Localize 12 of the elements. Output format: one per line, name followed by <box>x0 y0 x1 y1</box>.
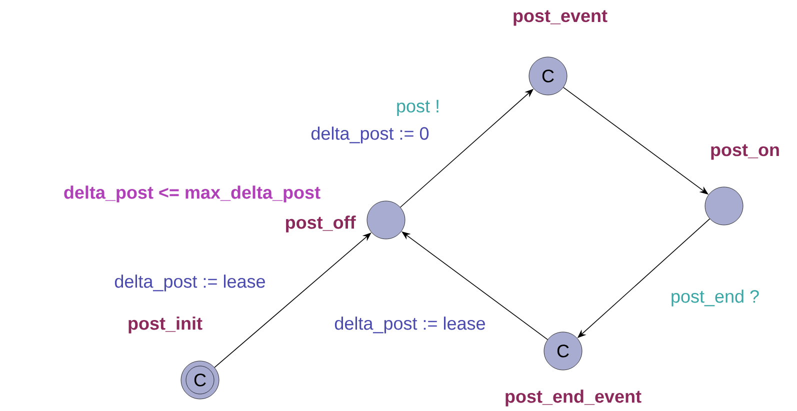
location-name: post_end_event <box>506 390 642 406</box>
location-name: post_on <box>711 144 779 160</box>
update-label: delta_post := 0 <box>310 126 430 144</box>
edge-label: delta_post := lease <box>333 316 487 334</box>
edge-label: delta_post := lease <box>113 274 267 292</box>
location-name: post_off <box>286 216 356 232</box>
location-name: post_event <box>514 10 608 26</box>
edge-label: post ! <box>395 98 442 118</box>
edge-label: post_end ? <box>669 288 761 308</box>
arrow <box>214 232 372 368</box>
invariant-label: delta_post <= max_delta_post <box>64 186 320 202</box>
location-name: post_init <box>128 316 202 334</box>
